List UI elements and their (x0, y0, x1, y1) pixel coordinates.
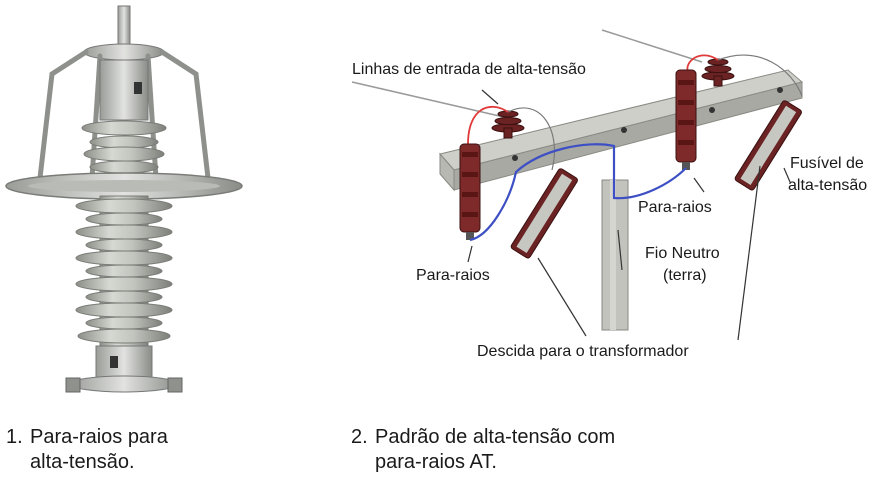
label-arrester-left: Para-raios (416, 267, 490, 284)
arrester-right (675, 69, 697, 170)
fuse-right (734, 100, 802, 191)
arrester-photo (5, 5, 243, 393)
insulator-left (491, 110, 525, 139)
caption-1-number: 1. (6, 426, 23, 448)
label-fuse-line2: alta-tensão (788, 177, 868, 194)
label-neutral-line2: (terra) (663, 267, 707, 284)
label-incoming-lines: Linhas de entrada de alta-tensão (352, 61, 586, 78)
caption-2-line-1: Padrão de alta-tensão com (375, 426, 616, 448)
label-arrester-right: Para-raios (638, 199, 712, 216)
arrester-left (459, 143, 481, 240)
insulator-right (701, 58, 735, 87)
caption-2-number: 2. (351, 426, 368, 448)
caption-1-line-1: Para-raios para (30, 426, 168, 448)
label-neutral-line1: Fio Neutro (645, 245, 720, 262)
caption-2-line-2: para-raios AT. (375, 451, 497, 473)
incoming-line-left (351, 81, 509, 119)
label-descent: Descida para o transformador (477, 343, 689, 360)
label-fuse-line1: Fusível de (790, 155, 864, 172)
crossarm (439, 69, 804, 171)
fuse-left (510, 168, 578, 259)
caption-1-line-2: alta-tensão. (30, 451, 135, 473)
neutral-wire (469, 143, 687, 242)
pole-diagram (351, 29, 804, 341)
incoming-line-right (601, 29, 703, 63)
